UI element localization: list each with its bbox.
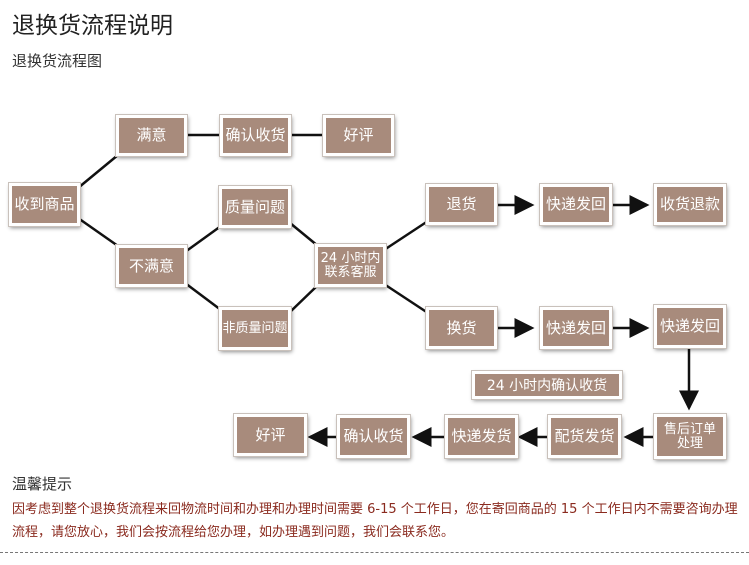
- line-service-return: [383, 219, 429, 252]
- node-good-top: 好评: [323, 115, 394, 156]
- line-nonquality-service: [289, 284, 319, 313]
- node-quality-issue: 质量问题: [219, 186, 291, 228]
- node-contact-service-line2: 联系客服: [324, 264, 377, 280]
- line-unsatisfied-nonquality: [184, 282, 222, 311]
- node-good-bottom: 好评: [234, 414, 307, 456]
- tips-title: 温馨提示: [12, 475, 73, 493]
- node-after-sales: 售后订单 处理: [654, 414, 726, 459]
- line-service-exchange: [383, 282, 429, 315]
- line-unsatisfied-quality: [184, 224, 222, 254]
- line-quality-service: [289, 222, 319, 247]
- node-receive: 收到商品: [9, 183, 80, 226]
- line-receive-unsatisfied: [77, 216, 119, 248]
- node-contact-service: 24 小时内 联系客服: [315, 244, 386, 287]
- confirm-within-24h-banner: 24 小时内确认收货: [472, 371, 622, 399]
- diagram-subtitle: 退换货流程图: [12, 52, 103, 70]
- line-receive-satisfied: [77, 154, 119, 189]
- tips-body: 因考虑到整个退换货流程来回物流时间和办理和办理时间需要 6-15 个工作日，您在…: [12, 502, 738, 540]
- node-distribution: 配货发货: [548, 415, 621, 458]
- node-exchange-ship-2: 快递发回: [654, 305, 726, 348]
- page-title: 退换货流程说明: [12, 13, 173, 39]
- node-exchange: 换货: [426, 307, 497, 349]
- dashed-divider: [0, 552, 749, 553]
- node-after-sales-line1: 售后订单: [663, 421, 716, 437]
- node-return: 退货: [426, 184, 497, 225]
- node-non-quality-issue: 非质量问题: [219, 307, 291, 350]
- node-refund: 收货退款: [654, 184, 726, 225]
- node-exchange-ship: 快递发回: [540, 307, 612, 349]
- node-contact-service-line1: 24 小时内: [320, 250, 381, 266]
- node-satisfied: 满意: [116, 115, 187, 156]
- node-confirm-bottom: 确认收货: [337, 415, 410, 458]
- node-confirm-top: 确认收货: [220, 115, 291, 156]
- node-after-sales-line2: 处理: [676, 435, 703, 451]
- node-return-ship: 快递发回: [540, 184, 612, 225]
- flow-connectors: [77, 133, 699, 447]
- node-express-out: 快递发货: [445, 415, 518, 458]
- node-unsatisfied: 不满意: [116, 245, 187, 287]
